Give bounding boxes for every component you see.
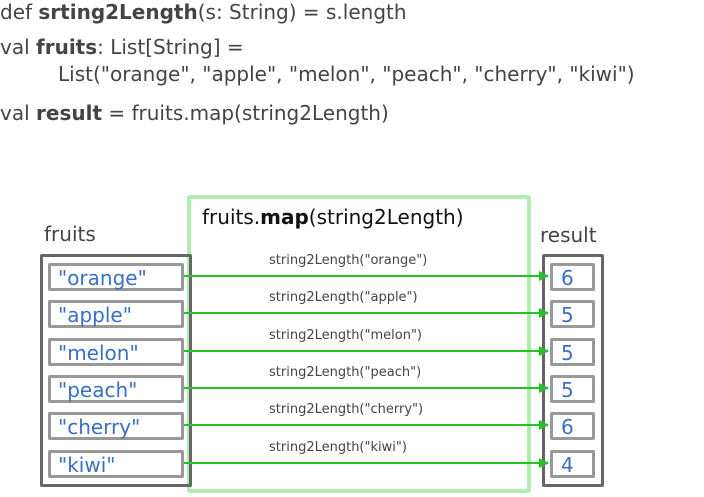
result-item: 4	[550, 450, 595, 478]
result-column-label: result	[540, 223, 597, 247]
fruits-list-container	[40, 254, 192, 487]
result-item: 6	[550, 263, 595, 291]
function-call-label: string2Length("orange")	[269, 253, 428, 268]
map-title-prefix: fruits.	[202, 205, 261, 229]
code-keyword: val	[0, 35, 37, 59]
function-call-label: string2Length("kiwi")	[269, 440, 407, 455]
result-item: 5	[550, 300, 595, 328]
code-text: = fruits.map(string2Length)	[102, 101, 389, 125]
map-title-method: map	[260, 205, 309, 229]
function-call-label: string2Length("peach")	[269, 365, 422, 380]
fruit-item: "apple"	[48, 300, 184, 328]
code-line-list: List("orange", "apple", "melon", "peach"…	[58, 62, 635, 86]
map-box-title: fruits.map(string2Length)	[202, 205, 464, 229]
fruit-item: "peach"	[48, 375, 184, 403]
result-item: 5	[550, 375, 595, 403]
code-variable-name: result	[36, 101, 103, 125]
result-item: 6	[550, 412, 595, 440]
fruit-item: "cherry"	[48, 412, 184, 440]
fruit-item: "kiwi"	[48, 450, 184, 478]
code-function-name: srting2Length	[38, 0, 198, 24]
code-keyword: val	[0, 101, 37, 125]
function-call-label: string2Length("apple")	[269, 290, 418, 305]
fruits-column-label: fruits	[44, 222, 96, 246]
map-title-suffix: (string2Length)	[308, 205, 464, 229]
function-call-label: string2Length("melon")	[269, 328, 422, 343]
code-keyword: def	[0, 0, 39, 24]
result-list-container	[542, 254, 604, 487]
result-item: 5	[550, 338, 595, 366]
code-line-def: def srting2Length(s: String) = s.length	[0, 0, 407, 24]
code-line-result: val result = fruits.map(string2Length)	[0, 101, 389, 125]
code-variable-name: fruits	[36, 35, 98, 59]
fruit-item: "melon"	[48, 338, 184, 366]
code-text: : List[String] =	[97, 35, 244, 59]
code-line-fruits: val fruits: List[String] =	[0, 35, 244, 59]
code-text: (s: String) = s.length	[197, 0, 407, 24]
function-call-label: string2Length("cherry")	[269, 402, 424, 417]
fruit-item: "orange"	[48, 263, 184, 291]
